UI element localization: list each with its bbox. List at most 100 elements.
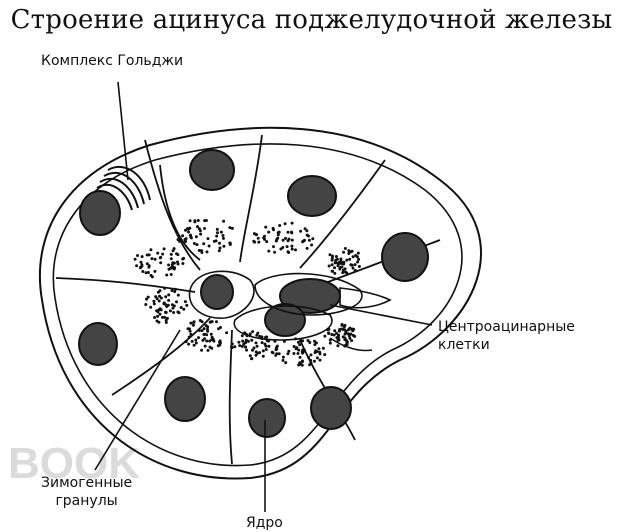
zymogen-granule	[173, 266, 177, 270]
cell-border	[299, 159, 386, 269]
zymogen-granule	[297, 348, 301, 352]
zymogen-granule	[275, 238, 279, 242]
zymogen-granule	[149, 248, 153, 252]
zymogen-granule	[237, 340, 241, 344]
zymogen-granule	[250, 338, 254, 342]
zymogen-granule	[200, 329, 204, 333]
zymogen-granule	[255, 344, 259, 348]
zymogen-granule	[188, 329, 192, 333]
zymogen-granule	[166, 303, 170, 307]
cell-borders	[55, 134, 441, 465]
zymogen-granule	[194, 338, 198, 342]
zymogen-granule	[176, 253, 180, 257]
zymogen-granule	[242, 342, 246, 346]
zymogen-granule	[287, 237, 291, 241]
zymogen-granule	[286, 230, 290, 234]
zymogen-granule	[203, 219, 207, 223]
zymogen-granule	[260, 341, 264, 345]
nucleus	[310, 386, 352, 430]
zymogen-granule	[309, 353, 313, 357]
zymogen-granule	[153, 257, 157, 261]
nucleus	[189, 149, 235, 191]
zymogen-granule	[188, 327, 191, 331]
zymogen-granule	[141, 270, 145, 273]
zymogen-granule	[274, 353, 278, 357]
zymogen-granule	[343, 344, 347, 348]
leader-golgi	[117, 81, 129, 181]
zymogen-granule	[155, 297, 159, 301]
centroacinar-cell	[339, 287, 392, 309]
zymogen-granule	[219, 230, 223, 234]
zymogen-granule	[343, 337, 347, 340]
zymogen-granule	[164, 303, 168, 307]
zymogen-granule	[290, 221, 294, 225]
zymogen-granule	[187, 342, 191, 346]
zymogen-granule	[192, 343, 196, 347]
zymogen-granule	[351, 329, 355, 333]
zymogen-granule	[202, 327, 206, 331]
zymogen-granule	[169, 252, 173, 256]
zymogen-granule	[135, 264, 139, 268]
zymogen-granule	[191, 323, 195, 327]
zymogen-granule	[301, 351, 305, 355]
zymogen-granule	[313, 343, 317, 347]
zymogen-granule	[139, 260, 143, 264]
zymogen-granule	[158, 312, 162, 316]
zymogen-granule	[187, 335, 191, 339]
zymogen-granule	[292, 345, 296, 348]
zymogen-granule	[290, 247, 294, 251]
zymogen-granule	[345, 258, 349, 262]
zymogen-granule	[172, 311, 176, 314]
zymogen-granule	[200, 251, 204, 254]
nucleus	[78, 322, 118, 366]
zymogen-granule	[200, 348, 204, 352]
zymogen-granule	[344, 270, 348, 274]
zymogen-granule	[265, 339, 269, 343]
zymogen-granule	[294, 347, 298, 351]
zymogen-granules	[133, 219, 361, 367]
zymogen-granule	[341, 271, 345, 275]
zymogen-granule	[245, 348, 249, 352]
zymogen-granule	[197, 249, 201, 252]
zymogen-granule	[156, 314, 160, 318]
zymogen-granule	[230, 226, 234, 230]
zymogen-granule	[203, 344, 207, 348]
zymogen-granule	[156, 290, 160, 294]
zymogen-granule	[343, 328, 347, 332]
zymogen-granule	[219, 326, 222, 329]
zymogen-granule	[246, 339, 250, 343]
zymogen-granule	[356, 251, 360, 255]
nucleus	[287, 175, 337, 217]
zymogen-granule	[197, 329, 201, 332]
zymogen-granule	[342, 250, 346, 254]
zymogen-granule	[168, 309, 172, 313]
zymogen-granule	[146, 271, 150, 274]
zymogen-granule	[307, 355, 311, 359]
zymogen-granule	[190, 339, 194, 343]
zymogen-granule	[285, 245, 289, 249]
zymogen-granule	[145, 297, 148, 301]
zymogen-granule	[159, 261, 163, 265]
zymogen-granule	[298, 355, 302, 359]
zymogen-granule	[144, 271, 148, 275]
zymogen-granule	[159, 308, 163, 312]
zymogen-granule	[184, 340, 188, 344]
zymogen-granule	[252, 232, 256, 236]
zymogen-granule	[145, 253, 149, 257]
zymogen-granule	[197, 227, 201, 231]
zymogen-granule	[353, 263, 357, 267]
zymogen-granule	[152, 302, 156, 306]
zymogen-granule	[216, 231, 219, 235]
zymogen-granule	[167, 298, 171, 302]
zymogen-granule	[264, 344, 268, 348]
leader-centroacinar	[329, 304, 433, 326]
zymogen-granule	[170, 303, 174, 307]
zymogen-granule	[348, 326, 352, 330]
zymogen-granule	[176, 293, 180, 297]
zymogen-granule	[218, 246, 222, 250]
zymogen-granule	[340, 265, 344, 269]
zymogen-granule	[323, 334, 327, 338]
zymogen-granule	[275, 344, 279, 348]
zymogen-granule	[328, 338, 332, 342]
zymogen-granule	[154, 295, 158, 299]
